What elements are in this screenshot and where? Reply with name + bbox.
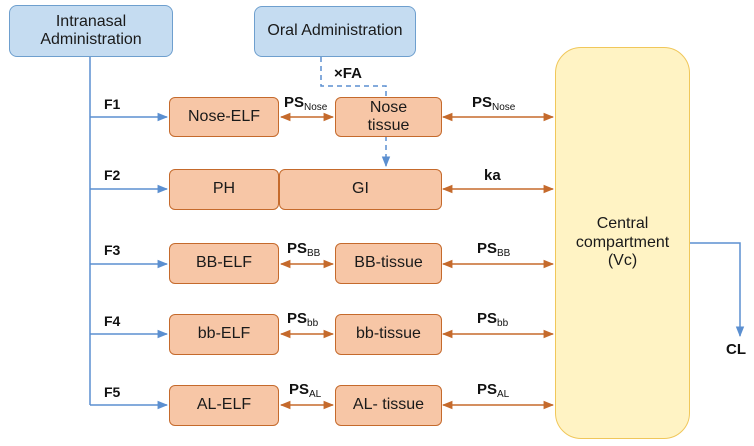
fraction-label-f4: F4 xyxy=(104,313,121,329)
al-elf-label: AL-ELF xyxy=(196,396,252,414)
ps-bb-right-main: PS xyxy=(477,240,498,257)
fraction-label-f5: F5 xyxy=(104,384,121,400)
nose-tissue-box: Nose tissue xyxy=(335,97,442,137)
ps-al-right-sub: AL xyxy=(497,389,510,400)
ps-nose-left-label: PSNose xyxy=(284,94,327,113)
ps-bb-left-main: PS xyxy=(287,240,308,257)
ps-al-left-label: PSAL xyxy=(289,381,321,400)
ps-bbs-left-sub: bb xyxy=(307,318,319,329)
bbs-tissue-box: bb-tissue xyxy=(335,314,442,355)
central-compartment-label: Central compartment (Vc) xyxy=(575,215,670,270)
ps-nose-left-main: PS xyxy=(284,94,305,111)
ps-bbs-left-label: PSbb xyxy=(287,310,318,329)
ps-bbs-right-main: PS xyxy=(477,310,498,327)
ps-nose-right-sub: Nose xyxy=(492,102,516,113)
oral-factor-label: ×FA xyxy=(334,65,362,82)
al-elf-box: AL-ELF xyxy=(169,385,279,426)
ph-label: PH xyxy=(212,180,236,198)
fraction-label-f3: F3 xyxy=(104,242,121,258)
clearance-label: CL xyxy=(726,341,746,358)
ps-al-left-sub: AL xyxy=(309,389,322,400)
ps-bb-right-sub: BB xyxy=(497,248,511,259)
intranasal-administration-box: Intranasal Administration xyxy=(9,5,173,57)
oral-administration-box: Oral Administration xyxy=(254,6,416,57)
ps-nose-right-main: PS xyxy=(472,94,493,111)
ps-nose-left-sub: Nose xyxy=(304,102,328,113)
gi-label: GI xyxy=(352,180,369,198)
ps-bb-left-sub: BB xyxy=(307,248,321,259)
ps-nose-right-label: PSNose xyxy=(472,94,515,113)
bb-elf-box: BB-ELF xyxy=(169,243,279,284)
clearance-arrow xyxy=(690,242,745,338)
al-tissue-box: AL- tissue xyxy=(335,385,442,426)
al-tissue-label: AL- tissue xyxy=(352,396,425,414)
ph-box: PH xyxy=(169,169,279,210)
central-compartment-box: Central compartment (Vc) xyxy=(555,47,690,439)
fraction-label-f1: F1 xyxy=(104,96,121,112)
nose-elf-box: Nose-ELF xyxy=(169,97,279,137)
oral-administration-label: Oral Administration xyxy=(267,22,403,40)
ps-al-left-main: PS xyxy=(289,381,310,398)
ka-label: ka xyxy=(484,167,501,184)
ps-bbs-right-sub: bb xyxy=(497,318,509,329)
ps-bb-left-label: PSBB xyxy=(287,240,320,259)
bb-tissue-label: BB-tissue xyxy=(354,254,423,272)
ps-bbs-left-main: PS xyxy=(287,310,308,327)
nose-elf-label: Nose-ELF xyxy=(187,107,261,125)
bb-elf-label: BB-ELF xyxy=(195,254,252,272)
bbs-elf-label: bb-ELF xyxy=(197,325,251,343)
bbs-elf-box: bb-ELF xyxy=(169,314,279,355)
gi-box: GI xyxy=(279,169,442,210)
ps-bbs-right-label: PSbb xyxy=(477,310,508,329)
nose-tissue-label: Nose tissue xyxy=(367,98,410,134)
ps-bb-right-label: PSBB xyxy=(477,240,510,259)
fraction-label-f2: F2 xyxy=(104,167,121,183)
bb-tissue-box: BB-tissue xyxy=(335,243,442,284)
bbs-tissue-label: bb-tissue xyxy=(356,325,421,343)
intranasal-administration-label: Intranasal Administration xyxy=(40,12,142,48)
ps-al-right-label: PSAL xyxy=(477,381,509,400)
ps-al-right-main: PS xyxy=(477,381,498,398)
